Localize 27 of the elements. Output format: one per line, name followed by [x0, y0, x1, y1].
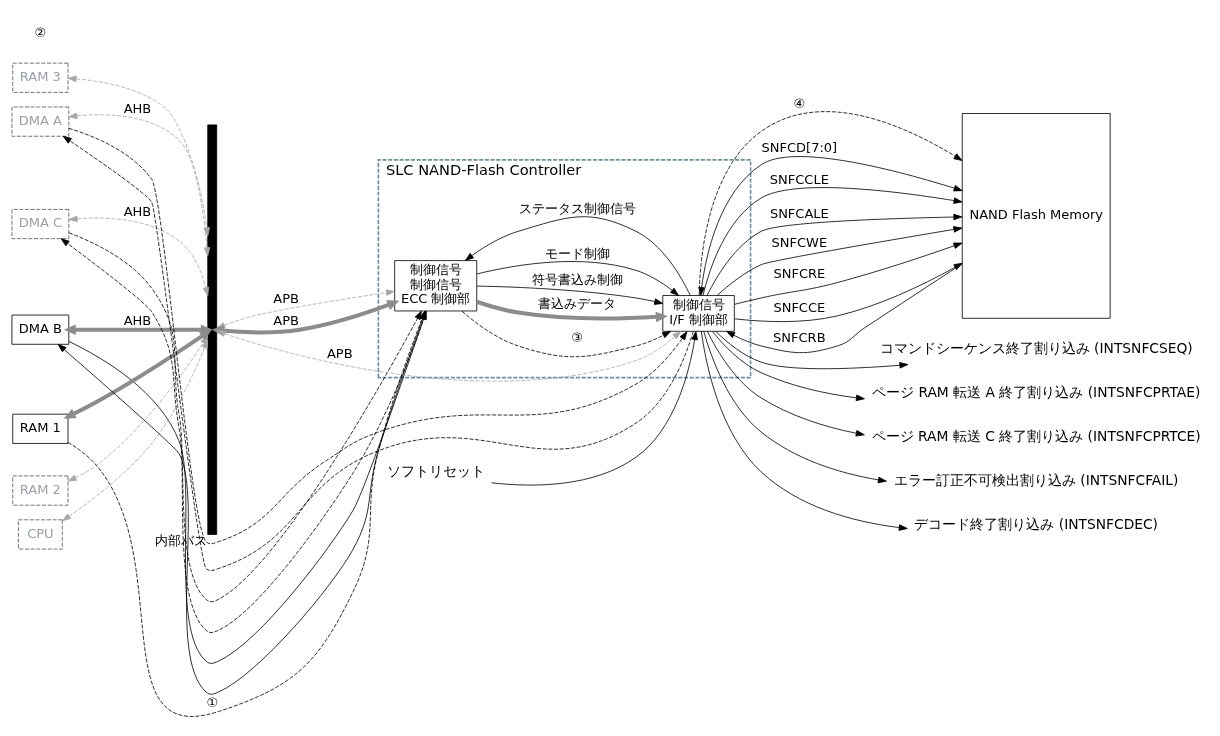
- edge-label: ③: [571, 329, 583, 345]
- edge-label: 符号書込み制御: [531, 272, 623, 287]
- edge-label: モード制御: [544, 245, 610, 261]
- node-text: ページ RAM 転送 C 終了割り込み (INTSNFCPRTCE): [871, 428, 1201, 445]
- edge-label: AHB: [123, 100, 152, 116]
- node-text: デコード終了割り込み (INTSNFCDEC): [914, 515, 1159, 532]
- label: ②: [34, 24, 47, 40]
- edge-label: SNFCWE: [771, 234, 828, 250]
- edge-label: ①: [206, 695, 219, 711]
- node-text: ソフトリセット: [386, 463, 485, 480]
- edge-label: 書込みデータ: [538, 296, 617, 312]
- node-text: コマンドシーケンス終了割り込み (INTSNFCSEQ): [879, 340, 1193, 357]
- node-text: ページ RAM 転送 A 終了割り込み (INTSNFCPRTAE): [872, 384, 1201, 401]
- edge-label: SNFCALE: [769, 206, 829, 222]
- edge-label: ④: [793, 95, 806, 111]
- edge-label: SNFCCE: [773, 299, 826, 315]
- edge-label: SNFCD[7:0]: [761, 140, 838, 156]
- edge-label: APB: [273, 291, 300, 307]
- edge-label: SNFCRE: [773, 266, 826, 282]
- edge-label: AHB: [123, 313, 152, 329]
- edge-label: AHB: [123, 203, 152, 219]
- edge-label: APB: [273, 313, 300, 329]
- node-text: エラー訂正不可検出割り込み (INTSNFCFAIL): [893, 471, 1179, 488]
- edge-label: ステータス制御信号: [518, 201, 636, 217]
- edge-label: SNFCRB: [773, 329, 826, 345]
- edge-label: APB: [326, 345, 353, 361]
- edge-label: SNFCCLE: [769, 172, 829, 188]
